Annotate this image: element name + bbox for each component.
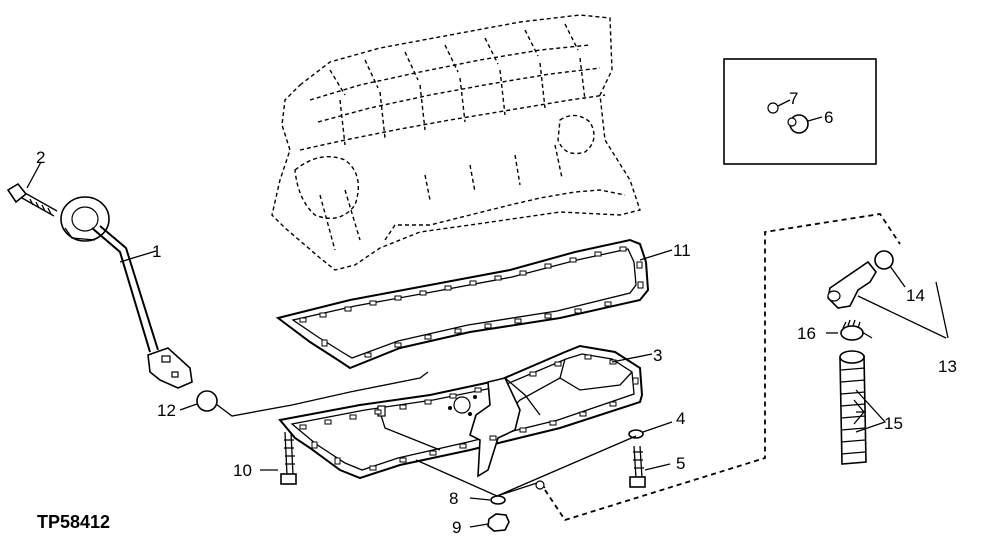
- oil-pan: 3: [278, 344, 662, 480]
- pickup-fitting: 14 13: [827, 250, 957, 376]
- part-9-plug: [487, 513, 510, 532]
- figure-id: TP58412: [37, 512, 110, 532]
- part-12-ball: [196, 390, 218, 412]
- washer-4: 4: [628, 409, 685, 439]
- part-6-plug: [787, 114, 809, 134]
- callout-8: 8: [449, 489, 458, 508]
- dipstick-assembly: 2 1 12: [6, 148, 429, 420]
- hose-15: 15: [839, 350, 903, 465]
- inset-frame: [723, 58, 877, 165]
- callout-7: 7: [789, 89, 798, 108]
- oil-pan-gasket: 11: [275, 238, 691, 370]
- callout-9: 9: [452, 518, 461, 537]
- part-8-washer: [490, 495, 506, 505]
- callout-1: 1: [152, 242, 161, 261]
- callout-2: 2: [36, 148, 45, 167]
- drain-plug-parts: 8 9: [415, 435, 637, 537]
- pickup-routing: [544, 213, 901, 522]
- callout-13: 13: [938, 357, 957, 376]
- clamp-16: 16: [797, 319, 873, 343]
- callout-6: 6: [824, 108, 833, 127]
- callout-12: 12: [157, 401, 176, 420]
- callout-3: 3: [653, 346, 662, 365]
- pan-bolt-5: 5: [629, 445, 685, 488]
- part-2-bolt: [6, 182, 58, 217]
- callout-10: 10: [233, 461, 252, 480]
- detail-inset: 7 6: [723, 58, 877, 165]
- callout-11: 11: [673, 241, 691, 260]
- callout-5: 5: [676, 454, 685, 473]
- dipstick-tube-clamp: [60, 196, 110, 242]
- callout-16: 16: [797, 324, 816, 343]
- callout-4: 4: [676, 409, 685, 428]
- callout-15: 15: [884, 414, 903, 433]
- part-7-ring: [767, 102, 779, 114]
- callout-14: 14: [906, 286, 925, 305]
- engine-block-phantom: [271, 14, 641, 271]
- part-14-oring: [874, 250, 894, 270]
- pan-bolt-10: 10: [233, 431, 297, 485]
